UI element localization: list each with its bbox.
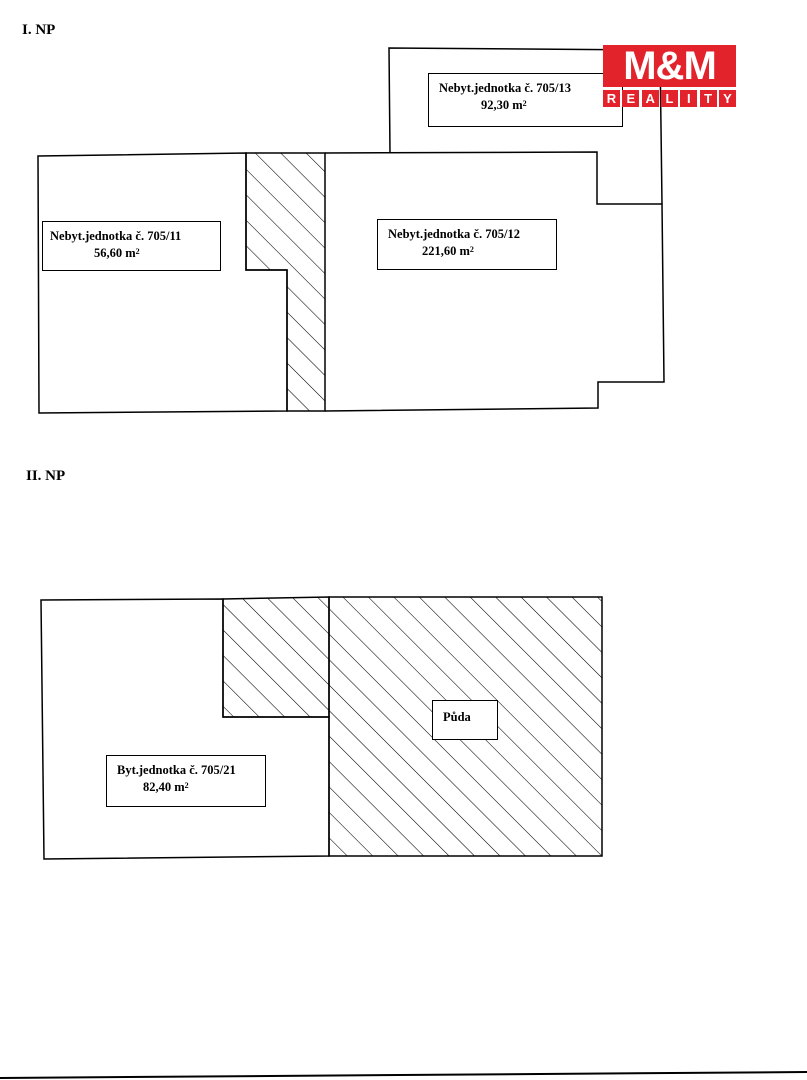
floor1-title: I. NP: [22, 22, 56, 38]
unit-705-13-outline: [388, 47, 663, 205]
unit-705-11-name: Nebyt.jednotka č. 705/11: [50, 229, 182, 243]
unit-705-11-label: Nebyt.jednotka č. 705/11 56,60 m2: [42, 221, 221, 271]
hatched-corridor-floor2: [222, 596, 330, 718]
logo-letter: L: [660, 90, 678, 107]
logo-letter: T: [699, 90, 717, 107]
unit-705-11-outline: [37, 152, 288, 414]
unit-705-13-area: 92,30 m2: [481, 98, 527, 112]
logo-letter: E: [622, 90, 640, 107]
floor2-title: II. NP: [26, 468, 66, 484]
unit-705-21-outline: [40, 598, 330, 860]
unit-705-12-area: 221,60 m2: [422, 244, 474, 258]
unit-705-13-name: Nebyt.jednotka č. 705/13: [439, 81, 571, 95]
unit-705-12-label: Nebyt.jednotka č. 705/12 221,60 m2: [377, 219, 557, 270]
logo-letter: I: [680, 90, 698, 107]
mm-reality-logo: M&M R E A L I T Y: [603, 45, 736, 107]
hatched-corridor-floor1: [245, 152, 326, 412]
logo-mm: M&M: [603, 45, 736, 87]
attic-label: Půda: [432, 700, 498, 740]
unit-705-12-name: Nebyt.jednotka č. 705/12: [388, 227, 520, 241]
logo-letter: R: [603, 90, 620, 107]
logo-reality: R E A L I T Y: [603, 90, 736, 107]
unit-705-11-area: 56,60 m2: [94, 246, 140, 260]
floor2-plan: [40, 596, 603, 860]
unit-705-21-name: Byt.jednotka č. 705/21: [117, 763, 236, 777]
logo-letter: A: [641, 90, 659, 107]
unit-705-12-outline: [324, 151, 665, 412]
unit-705-21-area: 82,40 m2: [143, 780, 189, 794]
footer-rule: [0, 1071, 807, 1079]
logo-letter: Y: [718, 90, 736, 107]
unit-705-21-label: Byt.jednotka č. 705/21 82,40 m2: [106, 755, 266, 807]
floor1-plan: [37, 47, 665, 414]
unit-705-13-label: Nebyt.jednotka č. 705/13 92,30 m2: [428, 73, 623, 127]
